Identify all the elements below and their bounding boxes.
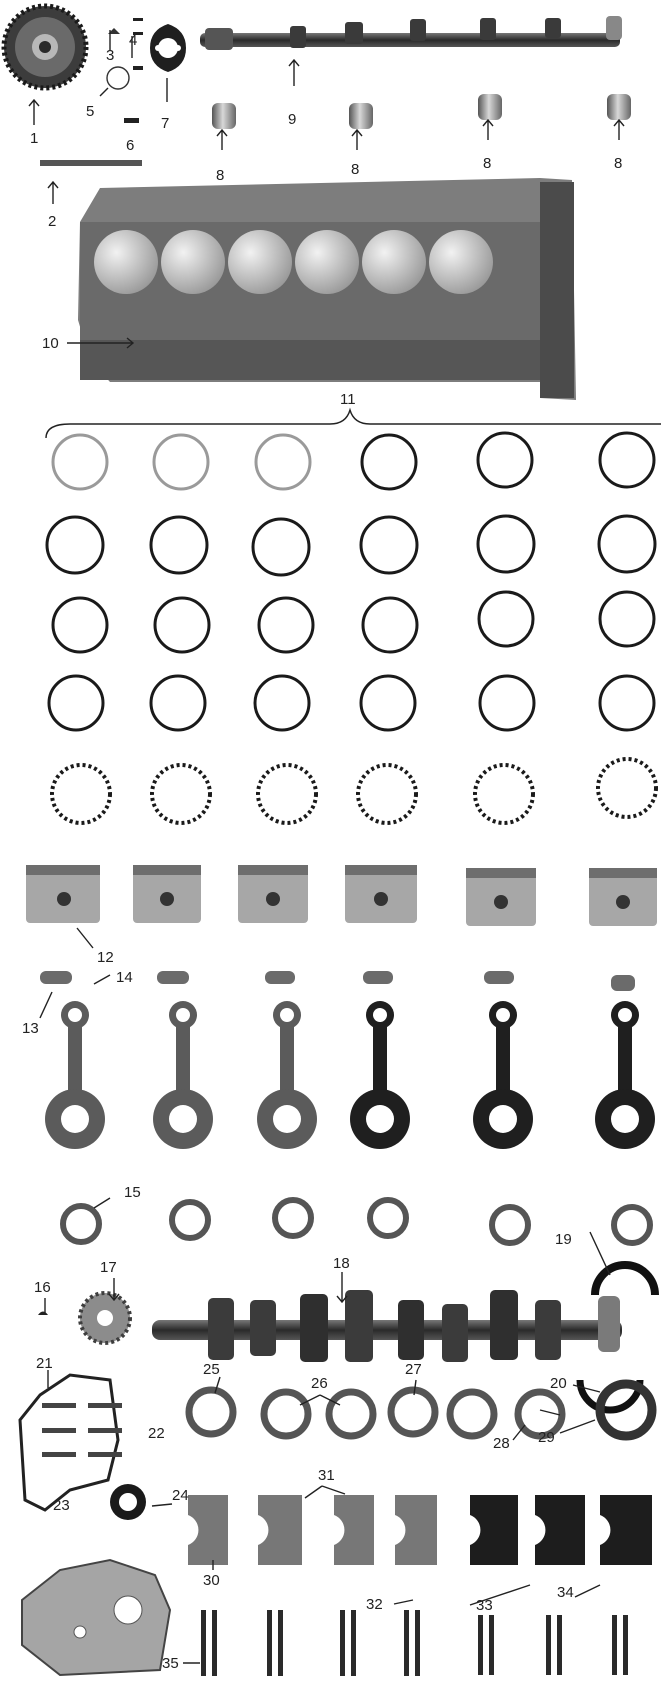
- label-31: 31: [318, 1467, 335, 1484]
- label-19: 19: [555, 1231, 572, 1248]
- label-7: 7: [161, 115, 169, 132]
- label-11: 11: [340, 391, 356, 408]
- label-26: 26: [311, 1375, 328, 1392]
- label-8c: 8: [483, 155, 491, 172]
- shim-strip: [40, 160, 142, 166]
- label-28: 28: [493, 1435, 510, 1452]
- label-4: 4: [129, 32, 137, 49]
- label-32: 32: [366, 1596, 383, 1613]
- label-29: 29: [538, 1429, 555, 1446]
- label-3: 3: [106, 47, 114, 64]
- woodruff-key: [38, 1312, 48, 1316]
- label-13: 13: [22, 1020, 39, 1037]
- label-27: 27: [405, 1361, 422, 1378]
- cam-gear: [4, 6, 86, 88]
- label-33: 33: [476, 1597, 493, 1614]
- label-16: 16: [34, 1279, 51, 1296]
- label-23: 23: [53, 1497, 70, 1514]
- thrust-plate: [150, 24, 186, 72]
- label-17: 17: [100, 1259, 117, 1276]
- label-34: 34: [557, 1584, 574, 1601]
- oil-seal: [110, 1484, 146, 1520]
- rings-brace: [46, 410, 661, 438]
- main-caps: [188, 1495, 652, 1565]
- label-10: 10: [42, 335, 59, 352]
- label-15: 15: [124, 1184, 141, 1201]
- label-24: 24: [172, 1487, 189, 1504]
- label-5: 5: [86, 103, 94, 120]
- cam-bearings: [212, 94, 631, 129]
- label-9: 9: [288, 111, 296, 128]
- label-6: 6: [126, 137, 134, 154]
- label-18: 18: [333, 1255, 350, 1272]
- rear-seal-upper: [595, 1265, 655, 1295]
- label-35: 35: [162, 1655, 179, 1672]
- cylinder-block: [78, 178, 576, 400]
- label-8d: 8: [614, 155, 622, 172]
- crank-gear: [80, 1293, 130, 1343]
- connecting-rods: [45, 1001, 655, 1149]
- label-22: 22: [148, 1425, 165, 1442]
- label-12: 12: [97, 949, 114, 966]
- crankshaft: [152, 1290, 622, 1362]
- cover-bolts: [42, 1403, 122, 1457]
- small-hardware: [107, 18, 143, 123]
- camshaft: [200, 16, 622, 50]
- label-8a: 8: [216, 167, 224, 184]
- pistons: [26, 865, 657, 926]
- label-25: 25: [203, 1361, 220, 1378]
- label-21: 21: [36, 1355, 53, 1372]
- label-14: 14: [116, 969, 133, 986]
- label-20: 20: [550, 1375, 567, 1392]
- cover-gasket: [20, 1375, 118, 1510]
- label-8b: 8: [351, 161, 359, 178]
- label-1: 1: [30, 130, 38, 147]
- label-2: 2: [48, 213, 56, 230]
- label-30: 30: [203, 1572, 220, 1589]
- cap-bolts: [201, 1610, 628, 1676]
- piston-ring-grid: [47, 433, 656, 823]
- timing-cover: [22, 1560, 170, 1675]
